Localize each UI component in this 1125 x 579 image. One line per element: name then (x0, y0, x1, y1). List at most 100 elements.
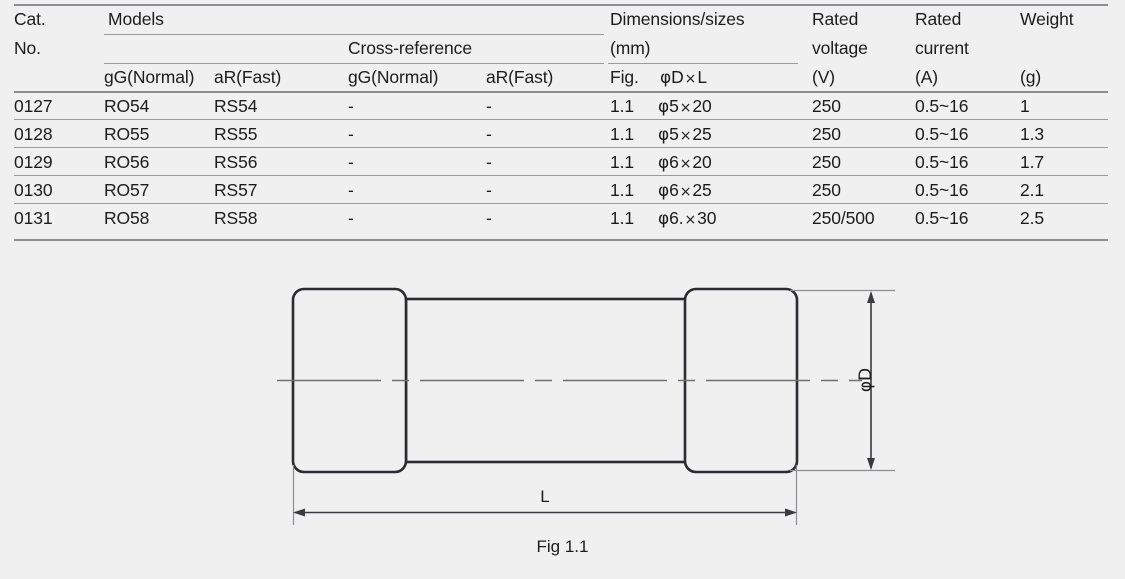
cell-xref-ar: - (486, 208, 492, 228)
header-rated-voltage-line1: Rated (812, 9, 859, 29)
multiply-symbol: × (684, 71, 697, 87)
cell-model-ar: RS56 (214, 152, 258, 172)
dimension-length-value: 25 (692, 180, 712, 200)
header-rated-voltage-line2: voltage (812, 38, 868, 58)
arrowhead-length-right (785, 508, 797, 517)
cell-cat-no: 0127 (14, 96, 53, 116)
subheader-models-gg: gG(Normal) (104, 67, 195, 87)
specifications-table: Cat. Models Dimensions/sizes Rated Rated… (0, 0, 1125, 246)
subheader-weight-unit: (g) (1020, 67, 1042, 87)
header-models: Models (108, 9, 164, 29)
row-rule-1 (14, 119, 1108, 120)
cell-xref-gg: - (348, 152, 354, 172)
phi-symbol: φ (658, 181, 670, 201)
arrowhead-length-left (293, 508, 305, 517)
cell-model-gg: RO55 (104, 124, 150, 144)
cell-rated-voltage: 250 (812, 124, 841, 144)
cell-rated-current: 0.5~16 (915, 180, 969, 200)
table-bottom-rule (14, 239, 1108, 241)
phi-symbol: φ (660, 68, 672, 88)
dimension-length-value: 20 (692, 152, 712, 172)
cell-rated-voltage: 250 (812, 152, 841, 172)
cell-rated-current: 0.5~16 (915, 208, 969, 228)
subheader-voltage-unit: (V) (812, 67, 836, 87)
figure-caption: Fig 1.1 (536, 537, 589, 556)
table-top-rule (14, 4, 1108, 6)
dimension-diameter-value: 5 (669, 96, 679, 116)
multiply-symbol: × (684, 212, 697, 228)
cell-cat-no: 0130 (14, 180, 53, 200)
cell-dimensions: φ5×20 (658, 96, 712, 118)
row-rule-2 (14, 147, 1108, 148)
cell-model-ar: RS58 (214, 208, 258, 228)
cell-dimensions: φ5×25 (658, 124, 712, 146)
cell-model-ar: RS57 (214, 180, 258, 200)
cell-rated-current: 0.5~16 (915, 96, 969, 116)
models-group-rule (104, 34, 604, 35)
cell-fig: 1.1 (610, 180, 635, 200)
subheader-xref-gg: gG(Normal) (348, 67, 439, 87)
cell-rated-current: 0.5~16 (915, 124, 969, 144)
cell-fig: 1.1 (610, 152, 635, 172)
cell-model-gg: RO57 (104, 180, 150, 200)
dimension-diameter-value: 6 (669, 180, 679, 200)
multiply-symbol: × (679, 156, 692, 172)
cell-xref-ar: - (486, 124, 492, 144)
dim-l-label: L (697, 67, 707, 87)
cell-xref-gg: - (348, 96, 354, 116)
cell-dimensions: φ6.×30 (658, 208, 717, 230)
subheader-dimension: φD×L (660, 67, 707, 89)
dimension-diameter-value: 6. (669, 208, 684, 228)
header-rated-current-line2: current (915, 38, 969, 58)
subheader-models-ar: aR(Fast) (214, 67, 282, 87)
dimension-diameter-value: 5 (669, 124, 679, 144)
cell-model-ar: RS54 (214, 96, 258, 116)
cell-model-gg: RO58 (104, 208, 150, 228)
cell-model-ar: RS55 (214, 124, 258, 144)
cell-weight: 1.7 (1020, 152, 1045, 172)
multiply-symbol: × (679, 128, 692, 144)
dimension-length-value: 25 (692, 124, 712, 144)
header-bottom-rule (14, 91, 1108, 93)
cell-xref-gg: - (348, 180, 354, 200)
cell-cat-no: 0128 (14, 124, 53, 144)
cell-dimensions: φ6×25 (658, 180, 712, 202)
cell-weight: 2.5 (1020, 208, 1045, 228)
subheader-fig: Fig. (610, 67, 639, 87)
phi-symbol: φ (658, 153, 670, 173)
cell-model-gg: RO54 (104, 96, 150, 116)
cell-rated-current: 0.5~16 (915, 152, 969, 172)
cell-rated-voltage: 250/500 (812, 208, 875, 228)
phi-symbol: φ (658, 125, 670, 145)
header-cross-reference: Cross-reference (348, 38, 472, 58)
dimension-label-diameter: φD (856, 368, 876, 392)
phi-symbol: φ (658, 209, 670, 229)
cell-cat-no: 0129 (14, 152, 53, 172)
header-cat-no-line1: Cat. (14, 9, 46, 29)
header-cat-no-line2: No. (14, 38, 41, 58)
cell-xref-ar: - (486, 152, 492, 172)
cell-cat-no: 0131 (14, 208, 53, 228)
cell-fig: 1.1 (610, 208, 635, 228)
dimension-label-length: L (540, 487, 549, 506)
multiply-symbol: × (679, 100, 692, 116)
header-weight: Weight (1020, 9, 1074, 29)
cell-weight: 2.1 (1020, 180, 1045, 200)
dimension-length-value: 20 (692, 96, 712, 116)
header-dimensions-line1: Dimensions/sizes (610, 9, 745, 29)
cell-xref-ar: - (486, 180, 492, 200)
cell-model-gg: RO56 (104, 152, 150, 172)
cell-xref-gg: - (348, 208, 354, 228)
multiply-symbol: × (679, 184, 692, 200)
row-rule-3 (14, 175, 1108, 176)
cell-rated-voltage: 250 (812, 96, 841, 116)
arrowhead-diameter-top (867, 291, 875, 303)
row-rule-4 (14, 203, 1108, 204)
cell-fig: 1.1 (610, 124, 635, 144)
subheader-rule-left (104, 63, 604, 64)
dimension-length-value: 30 (697, 208, 717, 228)
subheader-xref-ar: aR(Fast) (486, 67, 554, 87)
fuse-dimension-drawing: L φD (0, 250, 1125, 579)
cell-weight: 1 (1020, 96, 1030, 116)
cell-xref-gg: - (348, 124, 354, 144)
